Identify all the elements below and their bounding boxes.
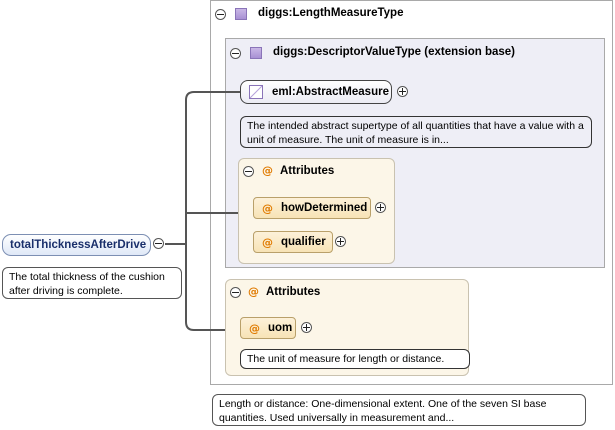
attribute-howdetermined[interactable]: @ howDetermined — [253, 197, 371, 219]
complex-type-icon — [235, 8, 247, 20]
abstract-element-icon — [249, 85, 263, 99]
attributes-at-icon: @ — [262, 164, 273, 177]
abstract-element-label: eml:AbstractMeasure — [272, 86, 389, 98]
collapse-root-element-icon[interactable] — [153, 238, 164, 249]
expand-qualifier-icon[interactable] — [335, 236, 346, 247]
attribute-at-icon: @ — [262, 201, 273, 215]
extension-base-icon — [250, 47, 262, 59]
attribute-uom[interactable]: @ uom — [240, 317, 296, 339]
type-attributes-title: Attributes — [266, 286, 321, 298]
attribute-at-icon: @ — [249, 321, 260, 335]
attributes-at-icon: @ — [248, 285, 259, 298]
base-attributes-title: Attributes — [280, 165, 335, 177]
type-panel-title: diggs:LengthMeasureType — [258, 7, 404, 19]
collapse-type-panel-icon[interactable] — [215, 9, 226, 20]
attribute-label: howDetermined — [281, 202, 368, 214]
root-element[interactable]: totalThicknessAfterDrive — [2, 234, 151, 256]
attribute-label: qualifier — [281, 236, 326, 248]
collapse-base-attributes-icon[interactable] — [243, 166, 254, 177]
collapse-type-attributes-icon[interactable] — [230, 287, 241, 298]
root-element-doc: The total thickness of the cushion after… — [2, 267, 182, 299]
attribute-at-icon: @ — [262, 235, 273, 249]
attribute-label: uom — [268, 322, 293, 334]
base-panel-title: diggs:DescriptorValueType (extension bas… — [273, 46, 515, 58]
expand-abstract-measure-icon[interactable] — [397, 86, 408, 97]
collapse-base-panel-icon[interactable] — [230, 48, 241, 59]
uom-doc: The unit of measure for length or distan… — [240, 349, 470, 369]
abstract-measure-element[interactable]: eml:AbstractMeasure — [240, 80, 392, 104]
expand-uom-icon[interactable] — [301, 322, 312, 333]
root-element-label: totalThicknessAfterDrive — [10, 239, 147, 251]
expand-howdetermined-icon[interactable] — [375, 202, 386, 213]
abstract-measure-doc: The intended abstract supertype of all q… — [240, 116, 592, 148]
type-doc: Length or distance: One-dimensional exte… — [212, 394, 586, 426]
attribute-qualifier[interactable]: @ qualifier — [253, 231, 333, 253]
